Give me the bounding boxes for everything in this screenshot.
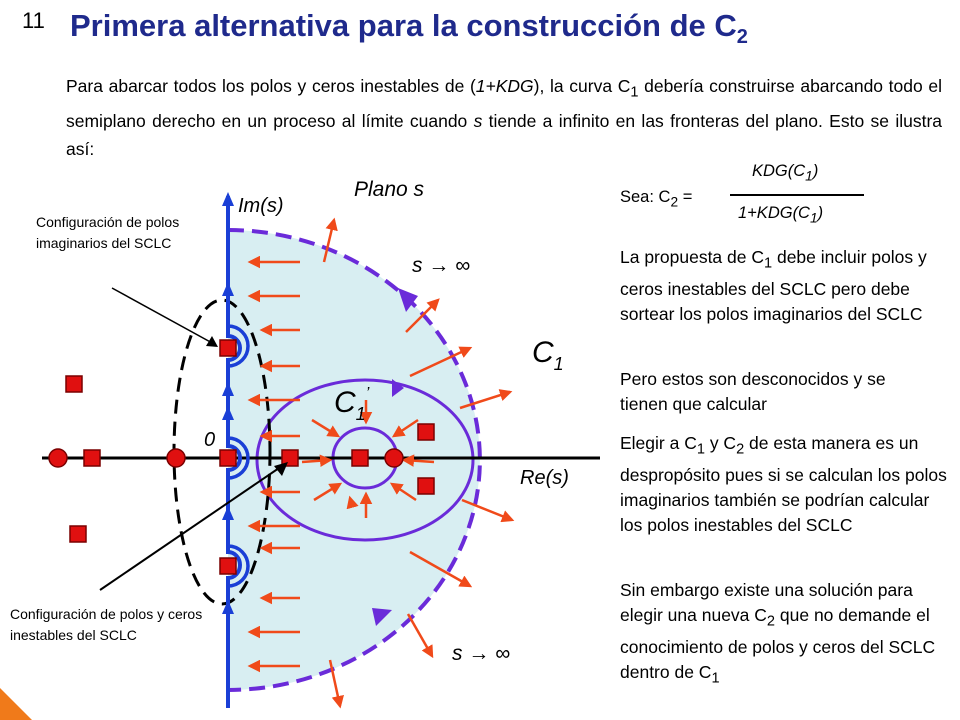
contour-c1-prime-arrow [392, 379, 404, 397]
formula-numerator: KDG(C1) [752, 162, 819, 184]
imag-axis-arrowhead [222, 192, 234, 206]
note-imaginary-poles: Configuración de polos imaginarios del S… [36, 214, 180, 251]
pole-rhp-3 [417, 423, 435, 441]
side-paragraph-1: La propuesta de C1 debe incluir polos y … [620, 247, 927, 324]
pole-lhp-3 [69, 525, 87, 543]
intro-text-1: Para abarcar todos los polos y ceros ine… [66, 76, 476, 96]
contour-direction-arrow-top [398, 288, 418, 312]
intro-text-2: ), la curva C [533, 76, 631, 96]
intro-paragraph: Para abarcar todos los polos y ceros ine… [66, 72, 942, 163]
title-sub: 2 [736, 26, 748, 49]
c1-prime-label: C1’ [334, 385, 370, 424]
zero-lhp-1 [48, 448, 68, 468]
zero-rhp [384, 448, 404, 468]
formula-denominator: 1+KDG(C1) [738, 204, 824, 226]
flow-arrows-horizontal [247, 255, 300, 673]
pole-lhp-2 [83, 449, 101, 467]
flow-arrows-radial-inner [301, 400, 435, 518]
intro-text-3: debería construirse abarcando todo el se… [66, 76, 943, 131]
callout-arrow-bottom [274, 462, 288, 476]
zero-lhp-2 [166, 448, 186, 468]
contour-direction-arrow-bottom [372, 608, 392, 626]
re-axis-label: Re(s) [520, 467, 569, 489]
intro-var-s: s [473, 110, 483, 131]
corner-accent [0, 688, 32, 720]
s-infinity-bottom: s → ∞ [452, 642, 510, 665]
callout-line-top [111, 287, 215, 345]
intro-text-4: tiende a infinito en las fronteras del p… [66, 110, 942, 159]
origin-label: 0 [204, 429, 215, 451]
intro-expr: 1+KDG [475, 76, 534, 96]
pole-lhp-1 [65, 375, 83, 393]
im-axis-label: Im(s) [238, 195, 284, 217]
pole-imag-bottom [219, 557, 237, 575]
formula-lhs: Sea: C2 = [620, 188, 693, 210]
callout-arrow-top [206, 336, 218, 347]
pole-imag-top [219, 339, 237, 357]
imag-axis-direction-arrows [222, 282, 234, 614]
note-unstable-config: Configuración de polos y ceros inestable… [10, 606, 203, 643]
pole-origin [219, 449, 237, 467]
contour-c1-prime-outer [255, 378, 475, 542]
title-main: Primera alternativa para la construcción… [70, 8, 737, 43]
flow-arrows-radial-outer [322, 217, 515, 709]
pole-markers [65, 339, 435, 575]
plane-label: Plano s [354, 178, 425, 201]
indentation-bulges [227, 324, 250, 588]
imaginary-axis-contour [226, 196, 242, 708]
side-paragraph-4: Sin embargo existe una solución para ele… [620, 580, 936, 686]
contour-c1-arc [227, 228, 482, 692]
pole-rhp-1 [281, 449, 299, 467]
s-infinity-top: s → ∞ [412, 254, 470, 277]
c1-label: C1 [532, 336, 564, 374]
formula-c2: Sea: C2 = KDG(C1) 1+KDG(C1) [620, 160, 870, 230]
slide-number: 11 [22, 8, 45, 33]
pole-rhp-4 [417, 477, 435, 495]
pole-rhp-2 [351, 449, 369, 467]
side-paragraph-3: Elegir a C1 y C2 de esta manera es un de… [620, 433, 947, 535]
intro-sub: 1 [630, 84, 639, 101]
slide-title: Primera alternativa para la construcción… [70, 8, 748, 49]
zero-markers [48, 448, 404, 468]
side-paragraph-2: Pero estos son desconocidos y se tienen … [620, 369, 886, 414]
fraction-bar [730, 194, 864, 196]
callout-line-bottom [99, 465, 283, 591]
